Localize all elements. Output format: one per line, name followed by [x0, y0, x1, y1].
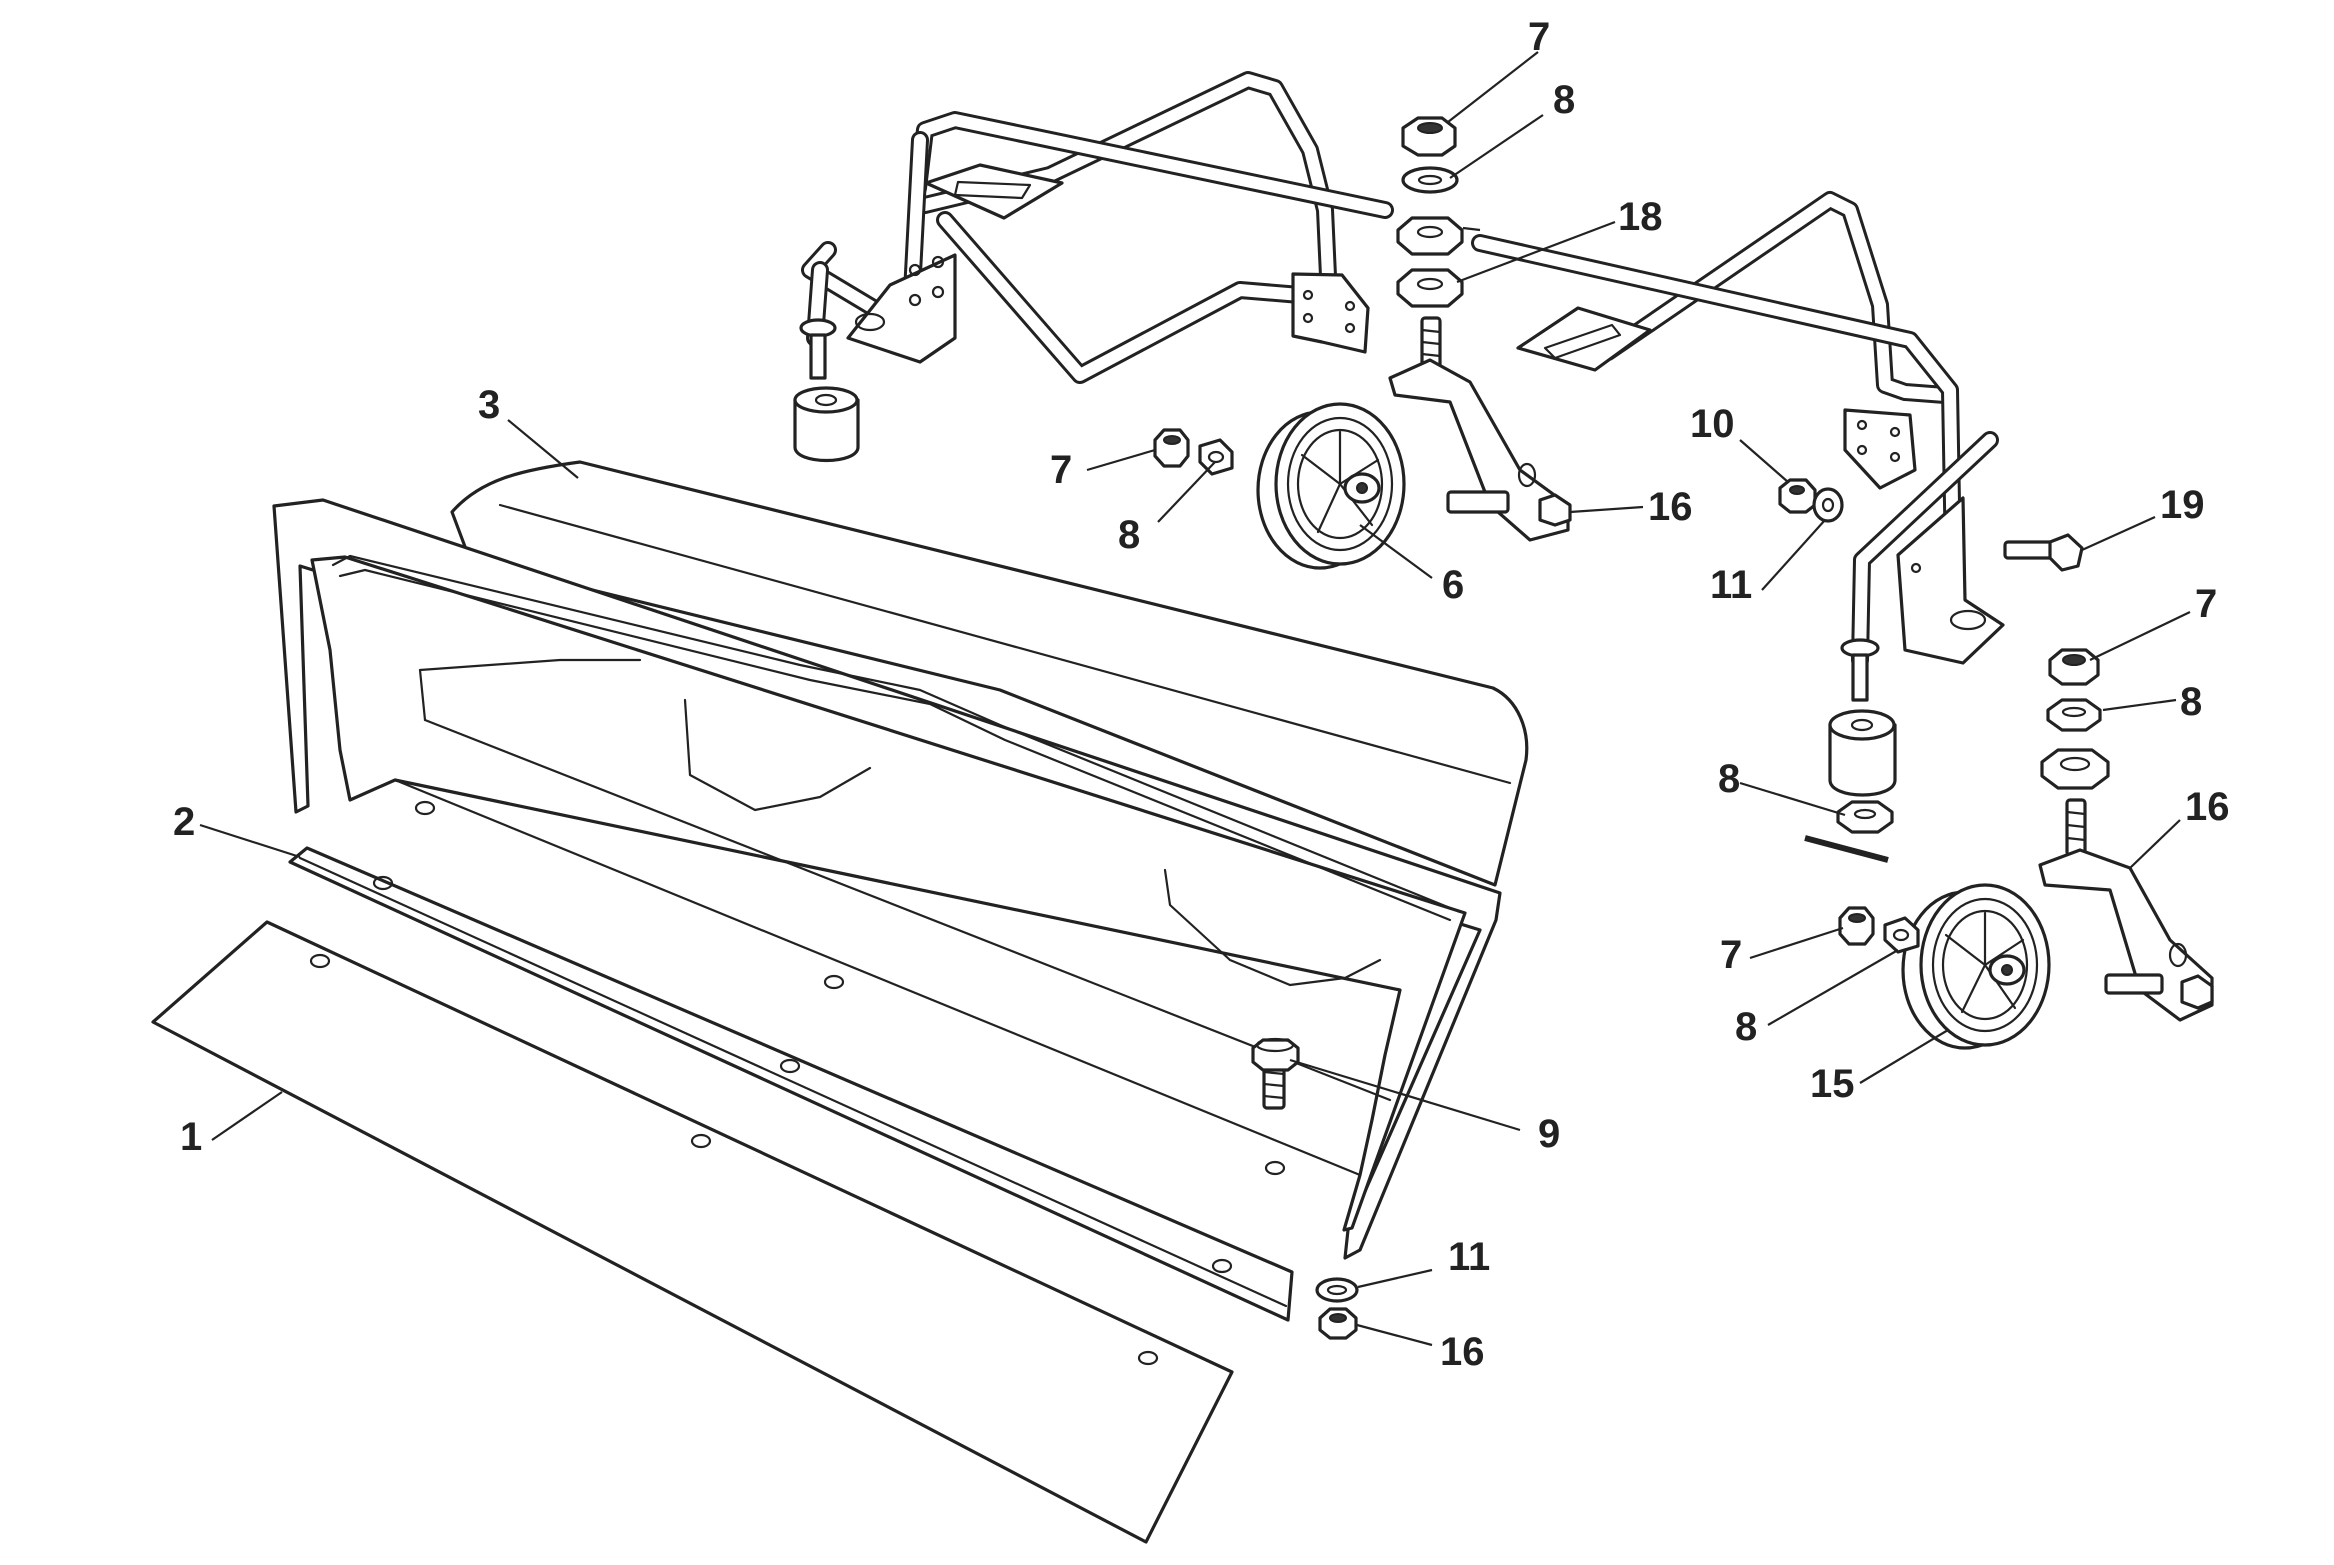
callout-18: 18 [1618, 195, 1663, 239]
callout-7-right: 7 [2195, 582, 2217, 626]
callout-8-lower: 8 [1718, 757, 1740, 801]
part-9-bolt [1251, 1037, 1300, 1110]
callout-7-left-wheel: 7 [1050, 448, 1072, 492]
right-axle-bracket [2038, 798, 2214, 1022]
callout-7-right-wheel: 7 [1720, 933, 1742, 977]
right-wheel-nut-washer [1838, 906, 1920, 954]
callout-16-left-axle: 16 [1648, 485, 1693, 529]
upper-fastener-stack [1396, 116, 1464, 308]
callout-8-right-wheel: 8 [1735, 1005, 1757, 1049]
callout-6: 6 [1442, 563, 1464, 607]
part-1-flap [151, 920, 1234, 1544]
callout-3: 3 [478, 383, 500, 427]
callout-15: 15 [1810, 1062, 1855, 1106]
callout-16-bottom: 16 [1440, 1330, 1485, 1374]
callout-11-mid: 11 [1710, 563, 1752, 607]
left-wheel-nut-washer [1153, 428, 1234, 476]
right-fastener-stack [2040, 648, 2110, 790]
bottom-washer-nut [1315, 1277, 1359, 1340]
callout-16-right-axle: 16 [2185, 785, 2230, 829]
callout-labels: 7 8 18 3 7 8 6 16 10 11 19 7 8 8 16 2 7 … [173, 15, 2230, 1374]
callout-10: 10 [1690, 402, 1735, 446]
right-handle-frame [1471, 191, 2005, 797]
callout-19: 19 [2160, 483, 2205, 527]
leader-lines [199, 51, 2191, 1347]
callout-7-top: 7 [1528, 15, 1550, 59]
part-15-wheel [1901, 883, 2051, 1050]
callout-1: 1 [180, 1115, 202, 1159]
left-handle-frame [793, 71, 1394, 463]
part-2-strip [288, 846, 1294, 1322]
callout-8-left-wheel: 8 [1118, 513, 1140, 557]
callout-8-right: 8 [2180, 680, 2202, 724]
mid-right-fasteners [1778, 478, 2084, 572]
part-6-wheel [1256, 402, 1406, 570]
callout-2: 2 [173, 800, 195, 844]
left-axle-bracket [1388, 316, 1572, 542]
callout-8-top: 8 [1553, 78, 1575, 122]
lower-washer-and-pin [1804, 800, 1894, 863]
part-3-collector-body [272, 460, 1529, 1260]
callout-11-bottom: 11 [1448, 1235, 1490, 1279]
callout-9: 9 [1538, 1112, 1560, 1156]
